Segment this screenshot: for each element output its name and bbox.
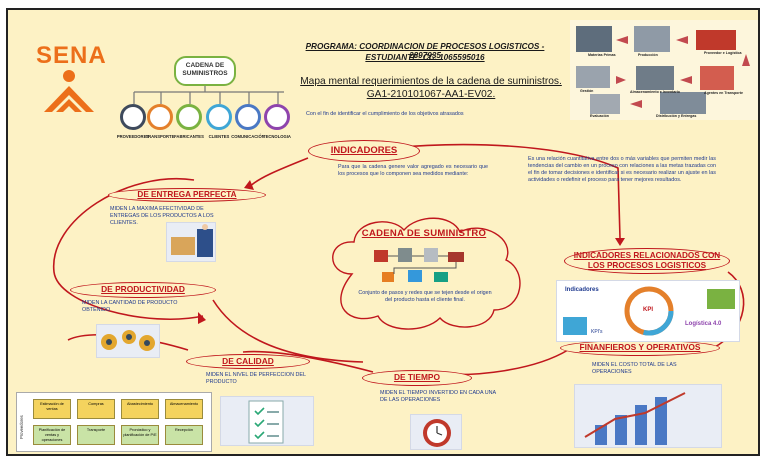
- program-title: PROGRAMA: COORDINACION DE PROCESOS LOGIS…: [305, 42, 545, 60]
- indicator-definition: Es una relación cuantitativa entre dos o…: [528, 156, 716, 183]
- node-productividad: DE PRODUCTIVIDAD: [70, 282, 216, 298]
- map-title: Mapa mental requerimientos de la cadena …: [300, 76, 562, 87]
- center-chain-graphic: [374, 248, 464, 282]
- node-indicadores: INDICADORES: [308, 140, 420, 162]
- logistics-flow-graphic: [576, 26, 750, 114]
- flow-label-materias: Materias Primas: [588, 53, 616, 57]
- process-cell: Almacenamiento: [165, 399, 203, 419]
- quality-checklist-image: [220, 396, 314, 446]
- logistics-kpi-infographic: Indicadores KPI Logística 4.0 KPI's: [556, 280, 740, 342]
- supply-chain-label: TRANSPORTE: [145, 134, 175, 139]
- supply-chain-title: CADENA DE SUMINISTROS: [174, 56, 236, 86]
- process-cell: Estimación de ventas: [33, 399, 71, 419]
- supply-chain-label: COMUNICACIÓN: [231, 134, 265, 139]
- productividad-description: MIDEN LA CANTIDAD DE PRODUCTO OBTENIDO: [82, 300, 178, 313]
- flow-label-gestion: Gestión: [580, 89, 594, 93]
- flow-label-agentes: Agentes en Transporte: [704, 91, 743, 95]
- calidad-description: MIDEN EL NIVEL DE PERFECCION DEL PRODUCT…: [206, 372, 306, 385]
- supply-chain-branches: [133, 86, 284, 104]
- logistics-flow-diagram: Materias Primas Producción Proveedor e L…: [570, 20, 758, 120]
- node-tiempo: DE TIEMPO: [362, 370, 472, 386]
- process-table-left-label: Proveedores: [19, 415, 24, 439]
- process-cell: Compras: [77, 399, 115, 419]
- supply-chain-icon-0: [120, 104, 146, 130]
- supply-chain-label: TECNOLOGIA: [263, 134, 291, 139]
- supply-chain-label: FABRICANTES: [174, 134, 204, 139]
- student-id: ESTUDIANTE: CC. 1065595016: [365, 53, 485, 62]
- indicadores-description: Para que la cadena genere valor agregado…: [338, 164, 488, 177]
- infographic-label-kpis: KPI's: [591, 329, 603, 335]
- tiempo-description: MIDEN EL TIEMPO INVERTIDO EN CADA UNA DE…: [380, 390, 496, 403]
- delivery-image: [166, 222, 216, 262]
- infographic-label-indicadores: Indicadores: [565, 287, 599, 293]
- time-clock-image: [410, 414, 462, 450]
- flow-label-proveedor: Proveedor e Logística: [704, 51, 742, 55]
- activity-code: GA1-210101067-AA1-EV02.: [366, 89, 496, 100]
- process-cell: Abastecimiento: [121, 399, 159, 419]
- productivity-gears-image: [96, 324, 160, 358]
- intro-note: Con el fin de identificar el cumplimient…: [306, 111, 464, 117]
- node-entrega-perfecta: DE ENTREGA PERFECTA: [108, 188, 266, 202]
- flow-label-almacenamiento: Almacenamiento e Inventario: [630, 90, 680, 94]
- process-cell: Recepción: [165, 425, 203, 445]
- center-title-text: CADENA DE SUMINISTRO: [361, 228, 487, 239]
- financieros-description: MIDEN EL COSTO TOTAL DE LAS OPERACIONES: [592, 362, 677, 375]
- flow-label-distribucion: Distribución y Entregas: [656, 114, 697, 118]
- flow-label-evaluacion: Evaluación: [590, 114, 609, 118]
- supply-chain-label: PROVEEDORES: [116, 134, 150, 139]
- center-title: CADENA DE SUMINISTRO: [350, 228, 498, 239]
- supply-chain-icon-1: [147, 104, 173, 130]
- supply-chain-icon-4: [235, 104, 261, 130]
- process-cell: Planificación de ventas y operaciones: [33, 425, 71, 445]
- entrega-description: MIDEN LA MAXIMA EFECTIVIDAD DE ENTREGAS …: [110, 206, 214, 226]
- node-calidad: DE CALIDAD: [186, 354, 310, 369]
- flow-label-produccion: Producción: [638, 53, 658, 57]
- financial-chart-image: [574, 384, 722, 448]
- supply-chain-icon-5: [264, 104, 290, 130]
- supply-chain-label: CLIENTES: [208, 134, 230, 139]
- process-table: Proveedores Clientes Estimación de venta…: [16, 392, 212, 452]
- center-cloud-shape: [332, 217, 521, 330]
- process-cell: Transporte: [77, 425, 115, 445]
- supply-chain-icon-3: [206, 104, 232, 130]
- infographic-label-kpi: KPI: [643, 307, 654, 313]
- infographic-label-logistica: Logística 4.0: [685, 321, 722, 327]
- sena-logo-figure: [44, 70, 94, 112]
- process-cell: Pronóstico y planificación de P/E: [121, 425, 159, 445]
- center-description: Conjunto de pasos y redes que se tejen d…: [358, 290, 492, 303]
- supply-chain-icon-2: [176, 104, 202, 130]
- sena-logo-text: SENA: [36, 42, 107, 69]
- sena-logo: SENA: [28, 42, 108, 112]
- node-indicadores-logisticos: INDICADORES RELACIONADOS CON LOS PROCESO…: [564, 248, 730, 274]
